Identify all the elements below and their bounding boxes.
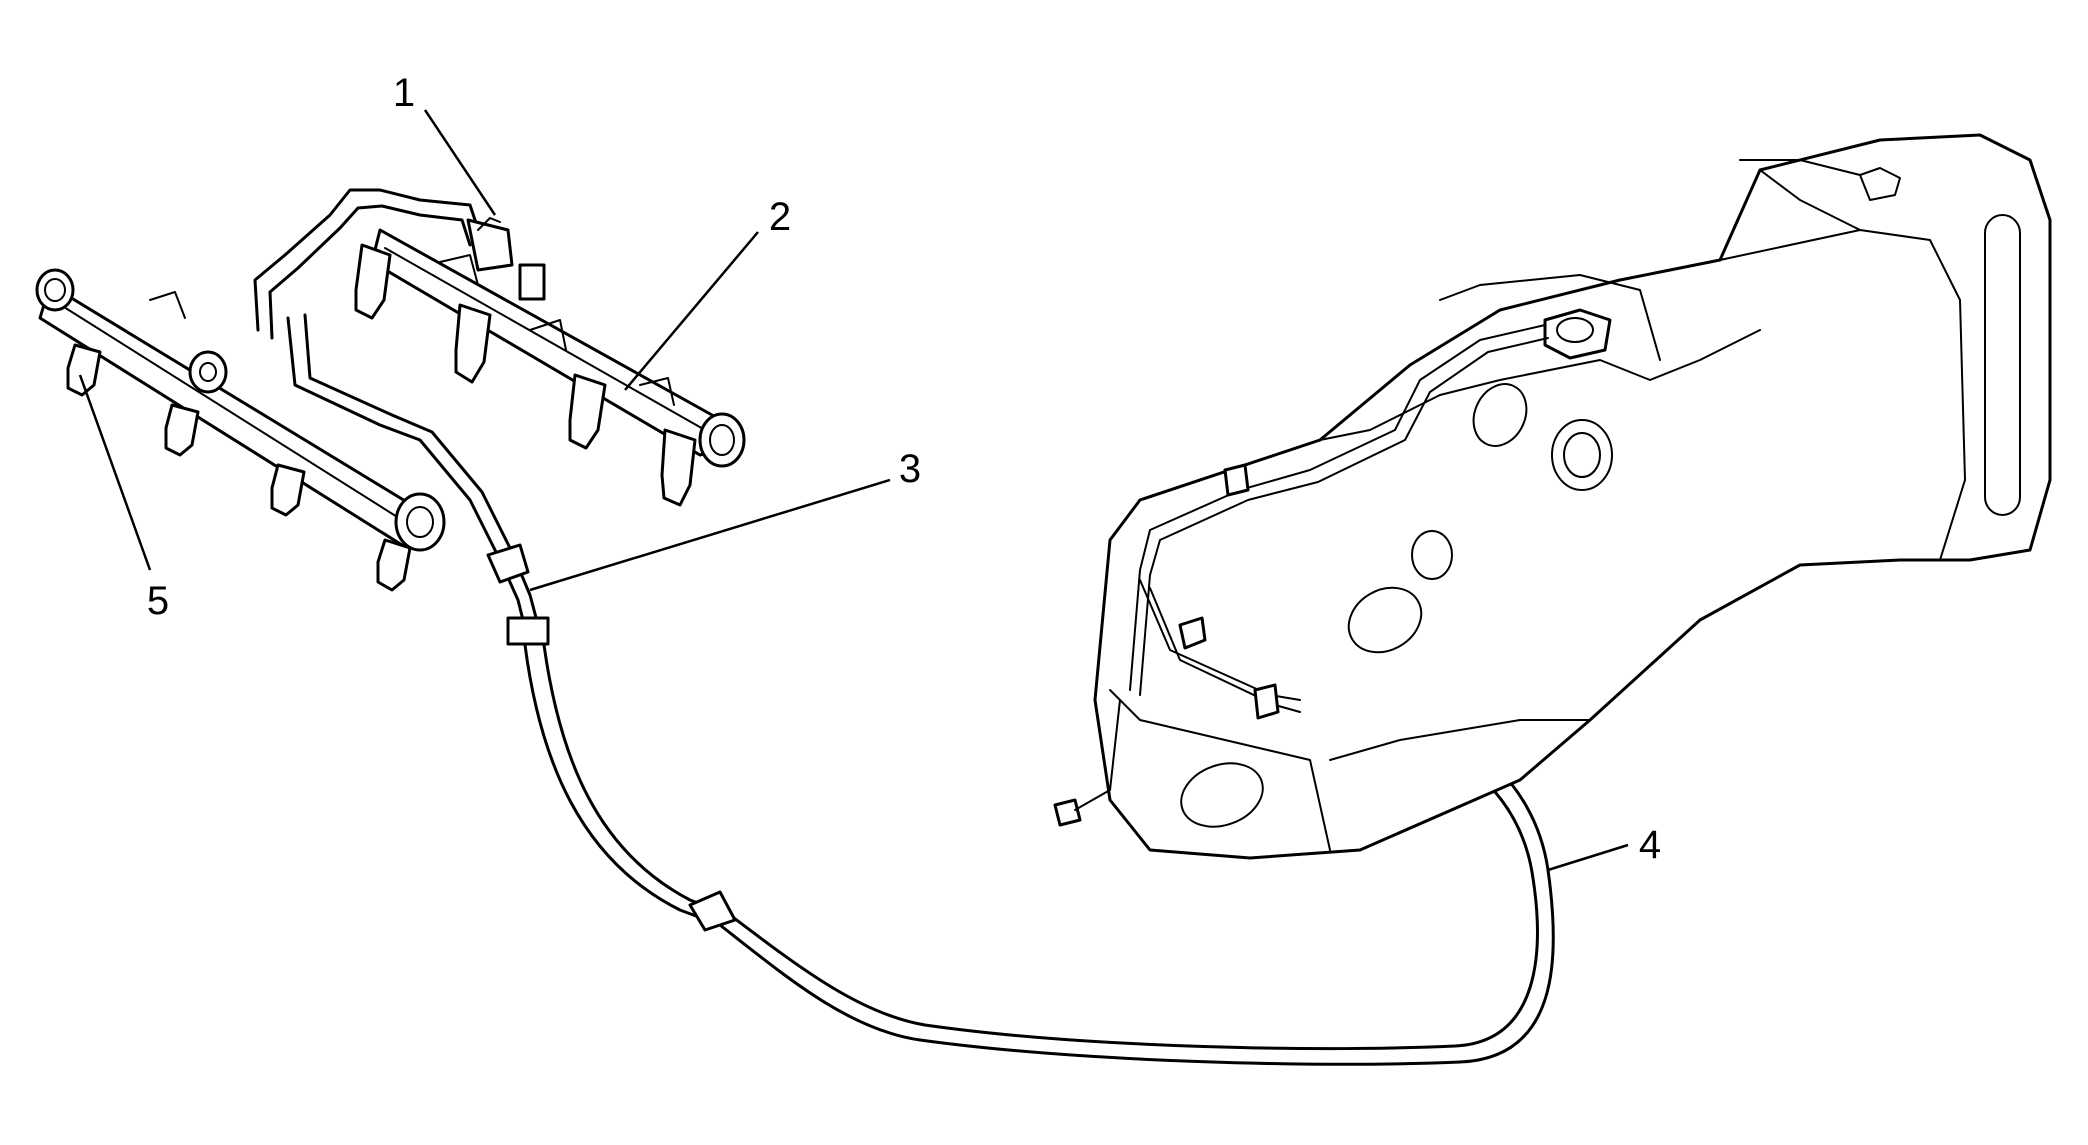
injectors-left xyxy=(66,343,412,592)
fuel-rail-right xyxy=(354,228,746,507)
crossover-pipe xyxy=(253,188,482,340)
fuel-tank xyxy=(1053,133,2052,860)
fuel-hose xyxy=(523,643,1555,1066)
callout-3: 3 xyxy=(899,447,921,491)
callout-4: 4 xyxy=(1639,823,1661,867)
callouts: 1 2 3 4 5 xyxy=(147,71,1661,867)
callout-2: 2 xyxy=(769,195,791,239)
callout-1: 1 xyxy=(393,71,415,115)
fuel-pump-module xyxy=(1543,167,1901,360)
quick-connect-fitting xyxy=(466,217,546,301)
leader-lines xyxy=(78,109,1629,872)
callout-5: 5 xyxy=(147,579,169,623)
tank-openings xyxy=(1180,383,1613,828)
injectors-right xyxy=(354,243,697,507)
fuel-rail-left xyxy=(35,268,446,592)
fuel-feed-pipe xyxy=(286,313,550,646)
